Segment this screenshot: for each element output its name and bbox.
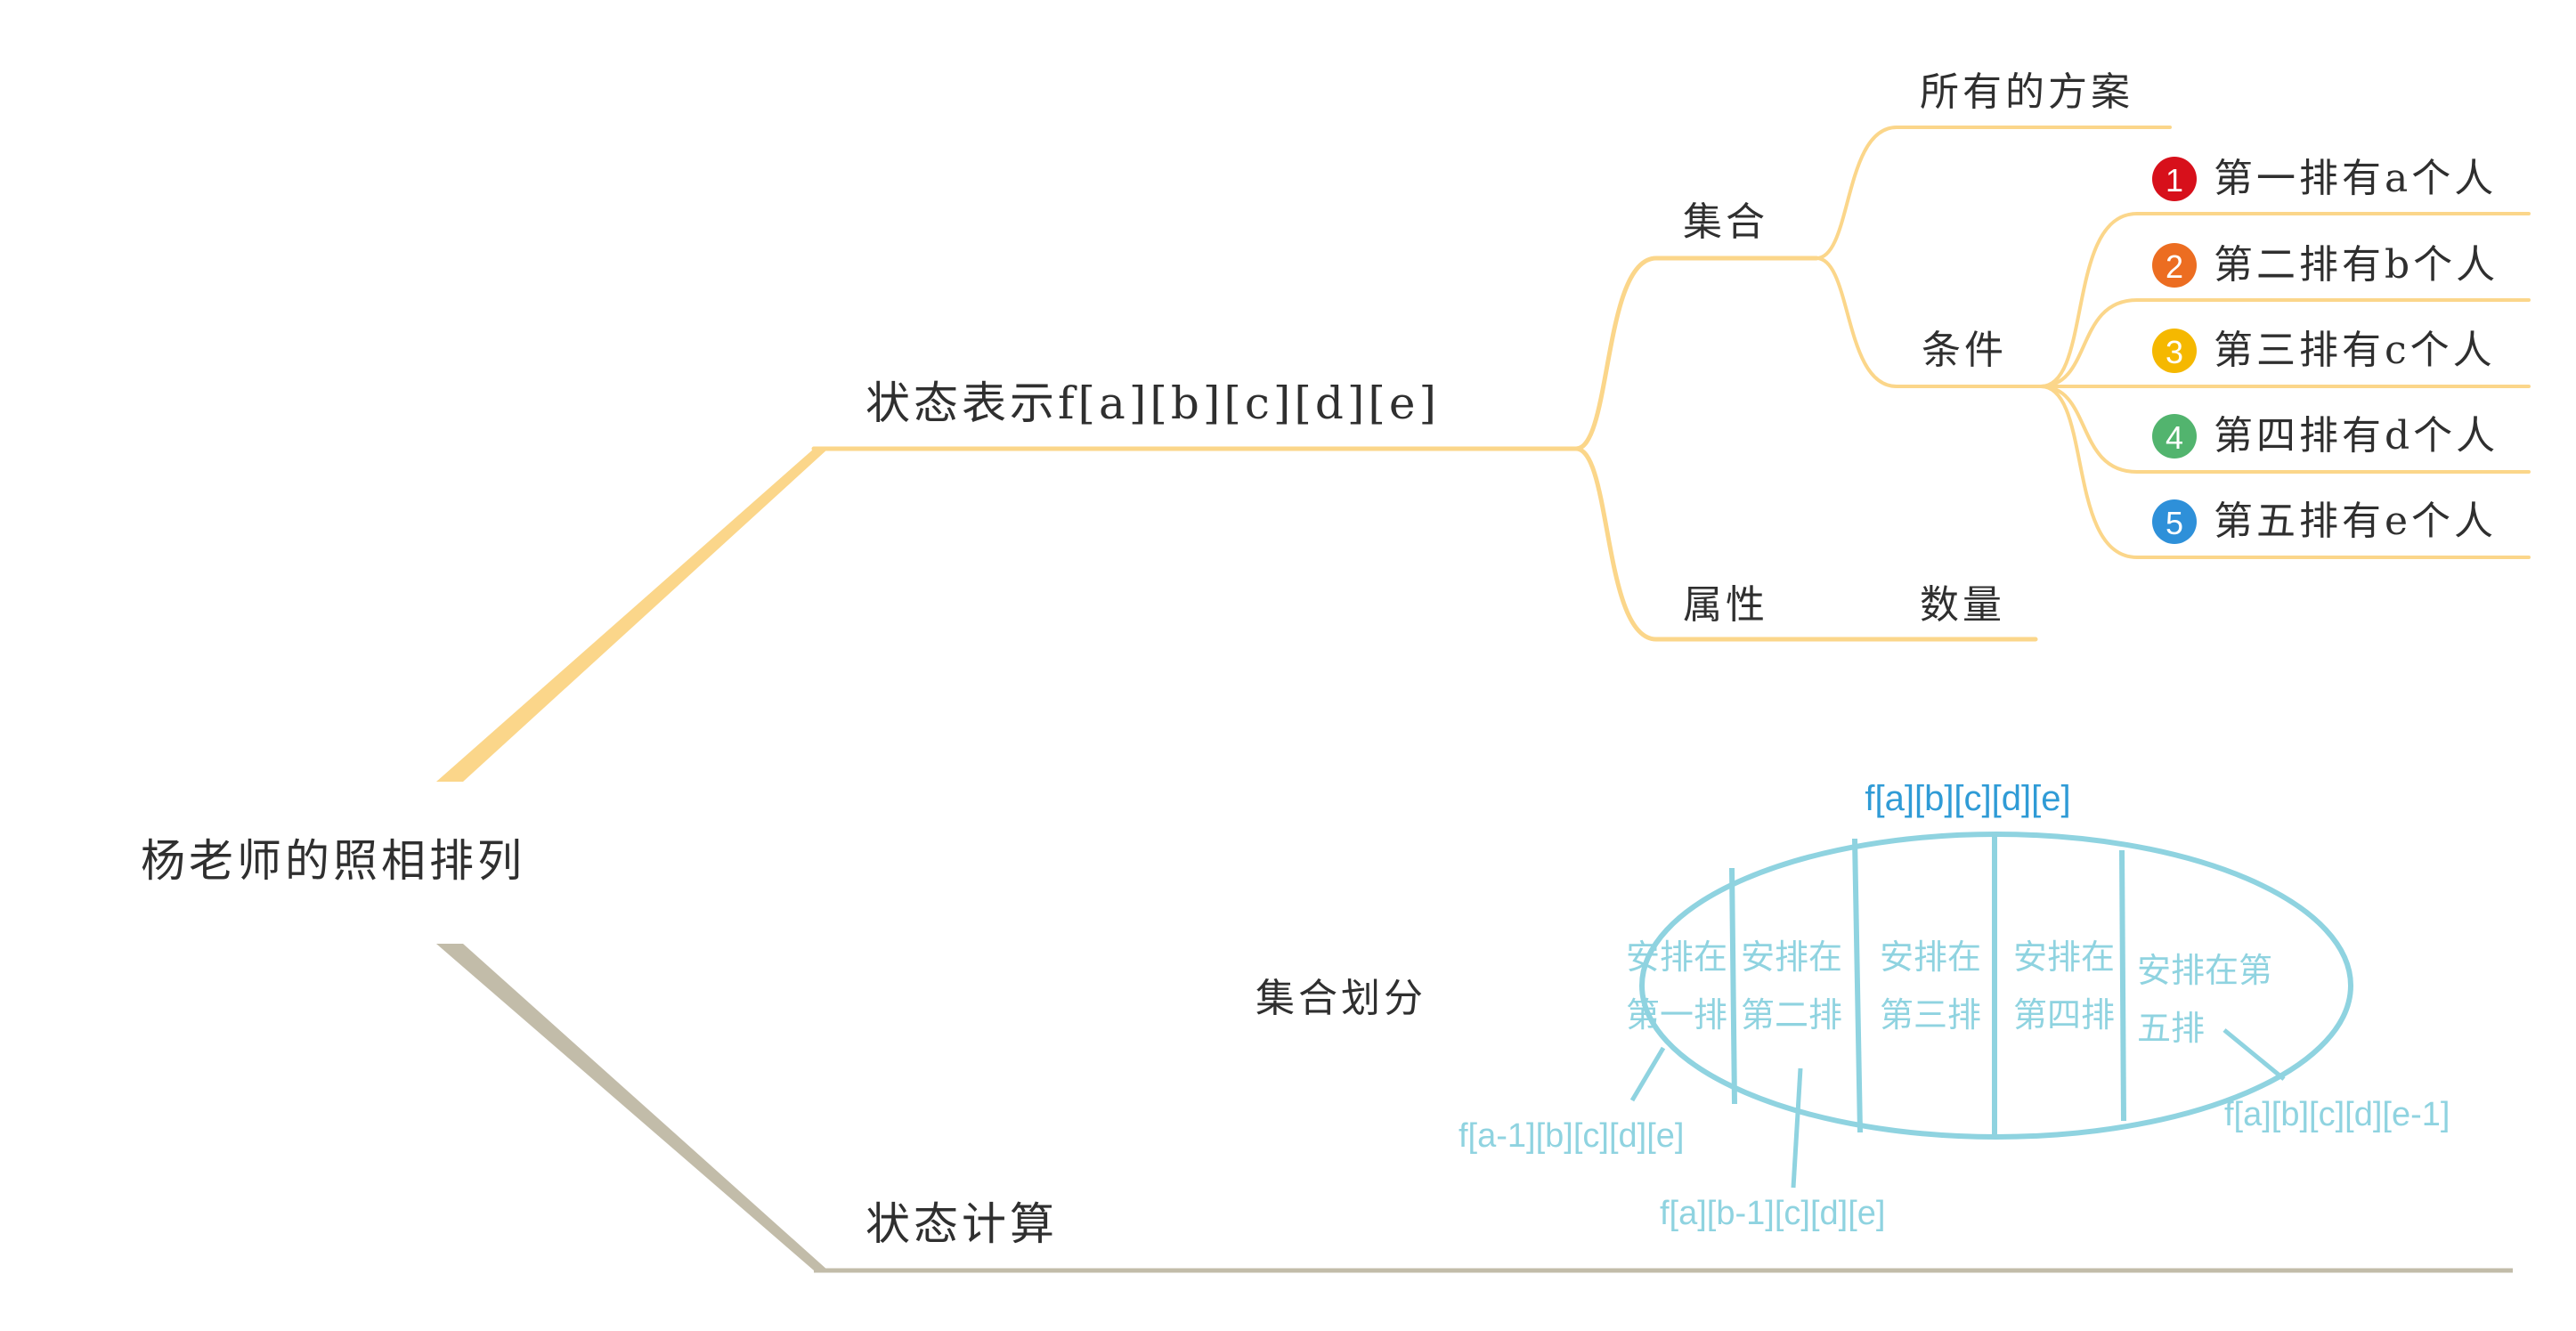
- number-badge-2-text: 2: [2166, 248, 2183, 285]
- trunk-calc: [436, 944, 828, 1270]
- number-badge-3: [2152, 329, 2197, 373]
- number-badge-5-text: 5: [2166, 505, 2183, 541]
- number-badge-5: [2152, 499, 2197, 544]
- attribute-value-label[interactable]: 数量: [1920, 582, 2005, 628]
- condition-item-5-label: 第五排有e个人: [2214, 499, 2497, 544]
- divider-2: [1852, 838, 1863, 1133]
- condition-item-3-label: 第三排有c个人: [2214, 328, 2496, 373]
- connector-set: [1573, 256, 1819, 451]
- state-node-label[interactable]: 状态表示f[a][b][c][d][e]: [865, 377, 1440, 429]
- connectors-calc: [436, 944, 2513, 1273]
- cell-2-line1: 安排在: [1741, 939, 1842, 977]
- cell-3-line2: 第三排: [1880, 997, 1981, 1035]
- condition-item-4-label: 第四排有d个人: [2214, 413, 2499, 459]
- cell-3-line1: 安排在: [1880, 939, 1981, 977]
- number-badge-4-text: 4: [2166, 419, 2183, 456]
- number-badge-4: [2152, 414, 2197, 459]
- callout-1: f[a-1][b][c][d][e]: [1459, 1117, 1684, 1155]
- ellipse-title: f[a][b][c][d][e]: [1865, 779, 2070, 818]
- connector-attribute: [1573, 446, 2038, 642]
- set-node-label[interactable]: 集合: [1683, 199, 1768, 245]
- connectors-state: [436, 126, 2531, 782]
- condition-item-1-label: 第一排有a个人: [2214, 156, 2497, 201]
- calc-node-label[interactable]: 状态计算: [865, 1198, 1058, 1250]
- divider-4: [2119, 849, 2126, 1122]
- partition-label[interactable]: 集合划分: [1255, 976, 1426, 1021]
- attribute-node-label[interactable]: 属性: [1683, 582, 1768, 628]
- partition-ellipse-group: f[a][b][c][d][e] 安排在 第一排 安排在 第二排 安排在 第三排…: [1459, 779, 2450, 1232]
- callout-3: f[a][b][c][d][e-1]: [2224, 1096, 2450, 1133]
- callout-leader-3: [2223, 1028, 2286, 1081]
- condition-item-4[interactable]: 4 第四排有d个人: [2152, 413, 2499, 459]
- number-badge-2: [2152, 243, 2197, 288]
- cell-2-line2: 第二排: [1741, 997, 1842, 1035]
- connector-item-2: [2039, 298, 2531, 388]
- connector-item-5: [2039, 385, 2531, 559]
- cell-4-line1: 安排在: [2013, 939, 2115, 977]
- condition-item-3[interactable]: 3 第三排有c个人: [2152, 328, 2496, 373]
- condition-item-2[interactable]: 2 第二排有b个人: [2152, 242, 2499, 288]
- condition-item-5[interactable]: 5 第五排有e个人: [2152, 499, 2497, 544]
- cell-1-line1: 安排在: [1626, 939, 1727, 977]
- root-node-label[interactable]: 杨老师的照相排列: [141, 835, 525, 887]
- connector-item-4: [2039, 385, 2531, 474]
- cell-5-line2: 五排: [2137, 1010, 2205, 1048]
- connector-condition: [1815, 256, 2043, 388]
- cell-1-line2: 第一排: [1626, 997, 1727, 1035]
- connector-all-plans: [1815, 126, 2172, 260]
- trunk-state: [436, 449, 828, 782]
- number-badge-1-text: 1: [2166, 162, 2183, 199]
- divider-1: [1729, 867, 1737, 1105]
- cell-4-line2: 第四排: [2013, 997, 2115, 1035]
- number-badge-1: [2152, 157, 2197, 201]
- callout-leader-1: [1629, 1046, 1666, 1102]
- condition-item-1[interactable]: 1 第一排有a个人: [2152, 156, 2497, 201]
- condition-node-label[interactable]: 条件: [1922, 328, 2007, 373]
- condition-item-2-label: 第二排有b个人: [2214, 242, 2499, 288]
- all-plans-node-label[interactable]: 所有的方案: [1920, 69, 2133, 115]
- callout-2: f[a][b-1][c][d][e]: [1660, 1195, 1885, 1232]
- callout-leader-2: [1791, 1067, 1803, 1189]
- number-badge-3-text: 3: [2166, 334, 2183, 370]
- connector-item-1: [2039, 212, 2531, 388]
- cell-5-line1: 安排在第: [2137, 953, 2272, 990]
